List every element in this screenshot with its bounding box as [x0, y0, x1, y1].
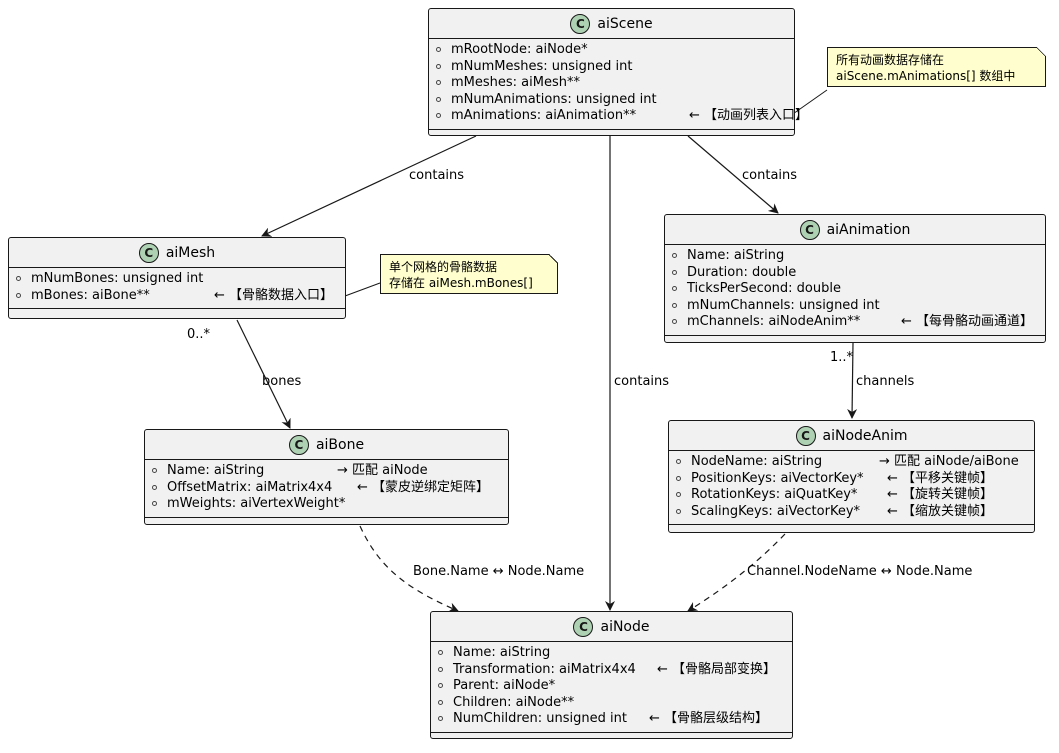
attribute: RotationKeys: aiQuatKey*← 【旋转关键帧】: [669, 487, 1034, 504]
class-header: C aiNodeAnim: [669, 421, 1034, 450]
edge-scene-mesh: [261, 135, 477, 237]
note-connector-scene: [789, 89, 828, 117]
attribute: mChannels: aiNodeAnim**← 【每骨骼动画通道】: [665, 314, 1045, 331]
class-header: C aiAnimation: [665, 215, 1045, 244]
attribute: mMeshes: aiMesh**: [429, 75, 794, 92]
attribute: Name: aiString: [665, 248, 1045, 265]
class-icon: C: [288, 434, 309, 455]
attribute-note: ← 【骨骼层级结构】: [649, 711, 769, 726]
class-name: aiNode: [600, 618, 650, 635]
class-icon: C: [570, 13, 591, 34]
attribute: Name: aiString: [431, 645, 792, 662]
attribute: mRootNode: aiNode*: [429, 42, 794, 59]
edge-label-scene-anim: contains: [742, 168, 798, 183]
attribute: Transformation: aiMatrix4x4← 【骨骼局部变换】: [431, 662, 792, 679]
note-mesh-bones: 单个网格的骨骼数据 存储在 aiMesh.mBones[]: [380, 254, 558, 294]
edge-scene-anim: [687, 135, 779, 214]
attribute: Duration: double: [665, 265, 1045, 282]
class-header: C aiBone: [145, 430, 508, 459]
attribute: PositionKeys: aiVectorKey*← 【平移关键帧】: [669, 471, 1034, 488]
class-icon: C: [573, 616, 594, 637]
class-aiNodeAnim[interactable]: C aiNodeAnim NodeName: aiString→ 匹配 aiNo…: [668, 420, 1035, 533]
class-aiNode[interactable]: C aiNode Name: aiString Transformation: …: [430, 611, 793, 739]
attribute-note: ← 【旋转关键帧】: [887, 487, 994, 502]
class-name: aiScene: [597, 15, 653, 32]
attribute: mNumChannels: unsigned int: [665, 298, 1045, 315]
edge-label-scene-node: contains: [614, 374, 670, 389]
attribute-note: ← 【蒙皮逆绑定矩阵】: [357, 479, 490, 495]
attribute: ScalingKeys: aiVectorKey*← 【缩放关键帧】: [669, 504, 1034, 521]
class-name: aiNodeAnim: [822, 427, 908, 444]
attribute: mNumMeshes: unsigned int: [429, 59, 794, 76]
attribute: Parent: aiNode*: [431, 678, 792, 695]
class-name: aiMesh: [165, 244, 216, 261]
attribute: mWeights: aiVertexWeight*: [145, 496, 508, 513]
class-name: aiBone: [315, 436, 365, 453]
attribute: Name: aiString→ 匹配 aiNode: [145, 463, 508, 480]
class-aiMesh[interactable]: C aiMesh mNumBones: unsigned int mBones:…: [8, 237, 346, 319]
class-icon: C: [799, 219, 820, 240]
attribute: NumChildren: unsigned int← 【骨骼层级结构】: [431, 711, 792, 728]
class-icon: C: [795, 425, 816, 446]
class-aiBone[interactable]: C aiBone Name: aiString→ 匹配 aiNode Offse…: [144, 429, 509, 525]
attribute: mBones: aiBone**← 【骨骼数据入口】: [9, 288, 345, 305]
attribute: mAnimations: aiAnimation**← 【动画列表入口】: [429, 108, 808, 125]
attribute: Children: aiNode**: [431, 695, 792, 712]
note-connector-mesh: [344, 282, 381, 297]
class-header: C aiScene: [429, 9, 794, 38]
edge-nodeanim-node: [687, 533, 786, 612]
edge-multiplicity-anim-nodeanim: 1..*: [830, 350, 854, 365]
edge-label-scene-mesh: contains: [409, 168, 465, 183]
edge-label-bone-node: Bone.Name ↔ Node.Name: [413, 564, 585, 579]
edge-multiplicity-mesh-bone: 0..*: [187, 327, 211, 342]
attribute: mNumBones: unsigned int: [9, 271, 345, 288]
attribute: OffsetMatrix: aiMatrix4x4← 【蒙皮逆绑定矩阵】: [145, 480, 508, 497]
edge-label-anim-nodeanim: channels: [856, 374, 915, 389]
attribute: NodeName: aiString→ 匹配 aiNode/aiBone: [669, 454, 1034, 471]
edge-label-nodeanim-node: Channel.NodeName ↔ Node.Name: [747, 564, 973, 579]
attribute: mNumAnimations: unsigned int: [429, 92, 794, 109]
class-header: C aiNode: [431, 612, 792, 641]
attribute: TicksPerSecond: double: [665, 281, 1045, 298]
class-aiAnimation[interactable]: C aiAnimation Name: aiString Duration: d…: [664, 214, 1046, 343]
class-aiScene[interactable]: C aiScene mRootNode: aiNode* mNumMeshes:…: [428, 8, 808, 136]
edge-bone-node: [359, 525, 459, 612]
attribute-note: ← 【每骨骼动画通道】: [901, 314, 1034, 329]
edge-mesh-bone: [236, 319, 291, 429]
edge-label-mesh-bone: bones: [262, 374, 302, 389]
edge-anim-nodeanim: [847, 342, 858, 419]
attribute-note: → 匹配 aiNode: [337, 463, 428, 478]
attribute-note: → 匹配 aiNode/aiBone: [879, 454, 1019, 469]
class-icon: C: [138, 242, 159, 263]
note-animations-storage: 所有动画数据存储在 aiScene.mAnimations[] 数组中: [827, 47, 1046, 87]
attribute-note: ← 【骨骼数据入口】: [214, 287, 334, 303]
attribute-note: ← 【骨骼局部变换】: [657, 661, 777, 677]
attribute-note: ← 【缩放关键帧】: [887, 503, 994, 519]
class-name: aiAnimation: [826, 221, 911, 238]
attribute-note: ← 【动画列表入口】: [689, 108, 809, 123]
attribute-note: ← 【平移关键帧】: [887, 470, 994, 486]
class-header: C aiMesh: [9, 238, 345, 267]
